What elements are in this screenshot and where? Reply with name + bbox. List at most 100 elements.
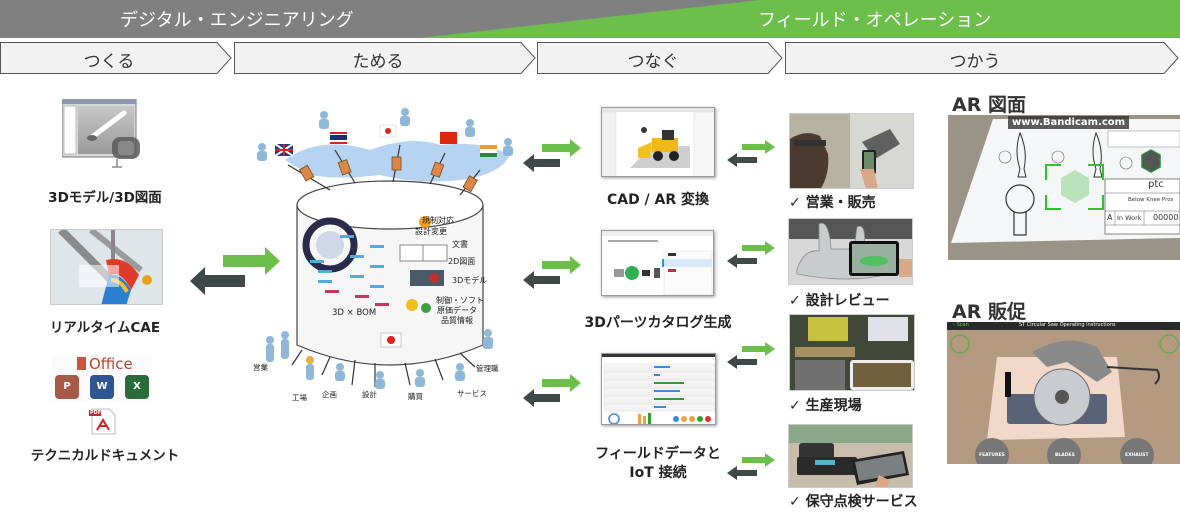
caption-maintenance: ✓ 保守点検サービス [789,491,918,511]
check-icon: ✓ [789,398,801,414]
arrow-right-icon [742,241,775,255]
ar-drawing-photo: www.Bandicam.com ptc Below Knee Pros A I… [948,115,1180,260]
exchange-arrows-use-2 [727,241,775,268]
caption-production: ✓ 生産現場 [789,395,862,415]
phase-banner: デジタル・エンジニアリング フィールド・オペレーション [0,0,1180,38]
caption-sales-text: 営業・販売 [805,195,876,211]
ar-promo-title: AR 販促 [952,301,1026,323]
exchange-arrows-use-3 [727,342,775,369]
pdf-label: PDF [90,410,102,416]
office-label: Office [89,355,133,373]
label-2d-drawing: 2D図面 [448,257,476,266]
stage-label: つくる [83,52,135,72]
cad-screen-icon [61,98,140,168]
ar-drawing-graphic [948,115,1180,260]
chevron-shape [537,42,783,74]
label-cost-data: 原価データ [437,306,477,315]
exhaust-button[interactable]: EXHAUST [1125,453,1149,458]
parts-catalog-graphic [602,231,713,295]
ar-target-bracket-icon [1045,164,1104,210]
label-3d-model: 3Dモデル [452,276,488,285]
caption-production-text: 生産現場 [805,398,862,414]
caption-cad-ar: CAD / AR 変換 [606,192,710,208]
world-map-cylinder-graphic [257,108,513,389]
realtime-cae-image [50,229,163,305]
dept-planning: 企画 [322,390,337,399]
data-store-diagram: 規制対応 設計変更 文書 2D図面 3Dモデル 制御・ソフト 原価データ 品質情… [240,95,540,405]
label-quality-info: 品質情報 [441,316,473,325]
chevron-shape [0,42,232,74]
design-review-photo [788,218,913,285]
arrow-left-icon [727,153,757,167]
stage-label: つなぐ [627,52,679,72]
maintenance-service-photo [788,424,913,488]
blades-button[interactable]: BLADES [1055,453,1075,458]
app-title: ST Circular Saw Operating Instructions [1019,322,1116,328]
label-documents: 文書 [452,240,468,249]
digital-engineering-label: デジタル・エンジニアリング [120,10,354,31]
stage-use: つかう [785,42,1179,74]
stage-label: ためる [352,52,404,72]
arrow-right-icon [542,374,581,392]
cae-simulation-graphic [58,230,152,304]
arrow-right-icon [742,342,775,356]
arrow-left-icon [523,389,560,407]
word-icon: W [90,375,114,399]
hololens-user-graphic [790,114,913,188]
phase-banner-background [0,0,1180,38]
pdf-icon: PDF [89,408,117,435]
iot-dashboard-graphic [602,354,715,424]
office-logo: Office [77,355,133,373]
factory-tablet-graphic [790,315,914,390]
arrow-right-icon [223,247,280,275]
dept-management: 管理職 [476,364,499,373]
arrow-left-icon [523,271,560,289]
dept-service: サービス [457,389,487,398]
exchange-arrows-connect-3 [523,374,581,407]
label-design-change: 設計変更 [415,227,447,236]
office-icon [77,357,86,370]
label-control-soft: 制御・ソフト [436,296,484,305]
arrow-right-icon [742,453,775,467]
caption-design-review: ✓ 設計レビュー [789,290,890,310]
iot-dashboard-screenshot [601,353,716,425]
stage-create: つくる [0,42,232,74]
caption-realtime-cae: リアルタイムCAE [49,320,161,336]
arrow-right-icon [542,256,581,274]
caption-maintenance-text: 保守点検サービス [805,494,918,510]
label-3d-bom: 3D × BOM [332,308,377,318]
caption-design-review-text: 設計レビュー [805,293,890,309]
features-button[interactable]: FEATURES [979,453,1005,458]
check-icon: ✓ [789,494,801,510]
office-logo-group: Office P W X [52,355,152,401]
ar-promo-photo: ‹ Scan ST Circular Saw Operating Instruc… [947,322,1180,464]
flags [274,124,497,157]
exchange-arrows-use-1 [727,140,775,167]
powerpoint-icon: P [55,375,79,399]
chevron-shape [785,42,1179,74]
arrow-left-icon [727,355,757,369]
arrow-right-icon [542,139,581,157]
ar-circular-saw-graphic [947,322,1180,464]
drawing-title-block: Below Knee Pros [1128,197,1174,203]
cad-ar-conversion-screenshot [601,107,715,177]
scan-button[interactable]: ‹ Scan [953,322,969,328]
arrow-right-icon [742,140,775,154]
recorder-watermark: www.Bandicam.com [1008,116,1130,129]
car-tablet-graphic [789,219,912,284]
check-icon: ✓ [789,195,801,211]
label-regulation: 規制対応 [422,216,454,225]
dept-sales: 営業 [253,363,268,372]
ar-drawing-title: AR 図面 [952,94,1026,116]
device-tablet-graphic [789,425,912,487]
drawing-number: 00000 [1153,213,1179,222]
caption-3d-model: 3Dモデル/3D図面 [48,190,162,206]
parts-catalog-screenshot [601,230,714,296]
exchange-arrows-connect-2 [523,256,581,289]
sales-ar-photo [789,113,914,189]
dept-purchasing: 購買 [408,392,423,401]
cad-model-image [61,98,142,168]
stage-label: つかう [949,52,1001,72]
caption-sales: ✓ 営業・販売 [789,192,876,212]
loader-model-graphic [602,108,714,176]
